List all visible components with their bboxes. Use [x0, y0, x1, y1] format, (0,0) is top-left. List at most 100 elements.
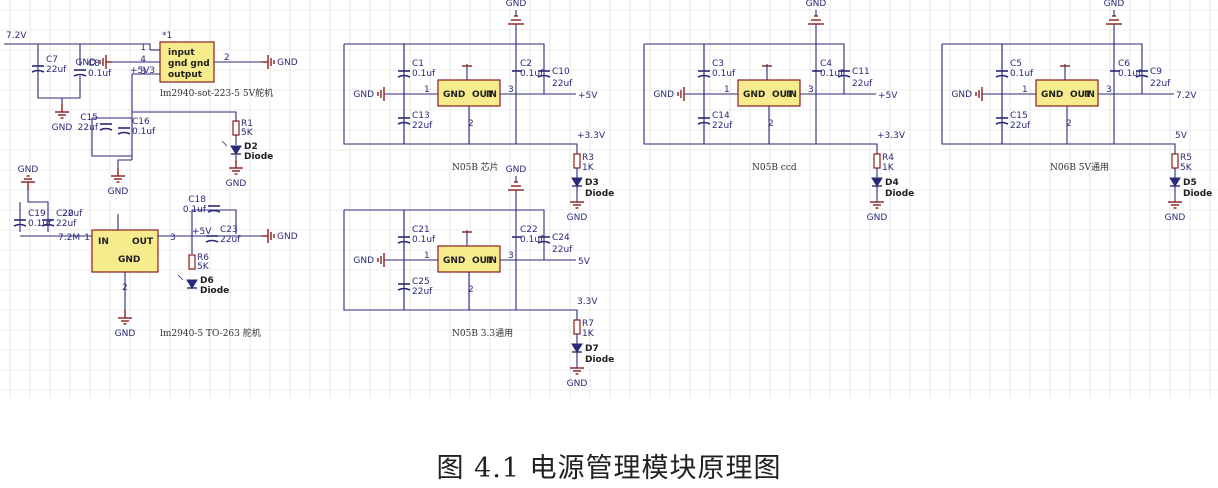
- input-rail-label: 7.2V: [6, 31, 27, 41]
- pin-number: 3: [170, 233, 176, 243]
- pin-number: 3: [1106, 85, 1112, 95]
- chip-pin-gnd: GND: [1041, 90, 1063, 100]
- capacitor-value: 22uf: [1010, 121, 1031, 131]
- chip-pin-out: OUT: [472, 256, 494, 266]
- capacitor-plate: [73, 73, 87, 77]
- resistor-body: [573, 153, 581, 169]
- resistor-body: [188, 254, 196, 270]
- capacitor-plate: [397, 121, 411, 125]
- capacitor-ref: C7: [46, 55, 58, 65]
- rail-label: +5V3: [130, 66, 155, 76]
- chip-ref: *1: [162, 31, 172, 41]
- pin-number: 2: [1066, 119, 1072, 129]
- led-value: Diode: [244, 152, 273, 162]
- capacitor-value: 22uf: [712, 121, 733, 131]
- rail-label: +5V: [192, 227, 212, 237]
- wire: [27, 190, 49, 232]
- block-caption: N05B ccd: [752, 163, 797, 173]
- ground-label: GND: [806, 0, 827, 9]
- wire: [1114, 143, 1176, 154]
- ground-label: GND: [52, 123, 73, 133]
- capacitor-ref: C4: [820, 59, 832, 69]
- resistor-value: 1K: [582, 329, 595, 339]
- capacitor-plate: [397, 287, 411, 291]
- block-caption: N06B 5V通用: [1050, 162, 1109, 173]
- capacitor-ref: C23: [220, 225, 238, 235]
- ground-symbol: [229, 160, 243, 175]
- ground-label: GND: [75, 58, 96, 68]
- resistor-ref: R7: [582, 319, 594, 329]
- capacitor-ref: C5: [1010, 59, 1022, 69]
- wire: [516, 143, 578, 154]
- capacitor-value: 22uf: [852, 79, 873, 89]
- ground-label: GND: [567, 379, 588, 389]
- led-rail-label: 5V: [1175, 131, 1188, 141]
- resistor-body: [232, 120, 240, 136]
- led-ref: D2: [244, 142, 258, 152]
- ground-symbol: [21, 175, 35, 190]
- capacitor-ref: C15: [80, 113, 98, 123]
- resistor-value: 5K: [241, 128, 254, 138]
- capacitor-plate: [207, 209, 221, 213]
- capacitor-plate: [995, 121, 1009, 125]
- led-value: Diode: [885, 189, 914, 199]
- led-rail-label: 3.3V: [577, 297, 598, 307]
- capacitor-plate: [1135, 74, 1149, 78]
- resistor-body: [573, 319, 581, 335]
- capacitor-plate: [117, 131, 131, 135]
- capacitor-ref: C16: [132, 117, 150, 127]
- capacitor-ref: C22: [520, 225, 538, 235]
- led-diode-body: [1169, 177, 1181, 187]
- pin-number: 1: [424, 251, 430, 261]
- ground-label: GND: [353, 90, 374, 100]
- ground-label: GND: [506, 165, 527, 175]
- capacitor-value: 22uf: [412, 121, 433, 131]
- capacitor-plate: [41, 223, 55, 227]
- capacitor-plate: [13, 223, 27, 227]
- resistor-ref: R3: [582, 153, 594, 163]
- ground-label: GND: [653, 90, 674, 100]
- resistor-ref: R1: [241, 119, 253, 129]
- resistor-value: 1K: [582, 163, 595, 173]
- led-ref: D3: [585, 178, 599, 188]
- capacitor-value: 22uf: [56, 219, 77, 229]
- ground-label: GND: [951, 90, 972, 100]
- chip-pin-in: IN: [486, 90, 497, 100]
- chip-pin-out: OUT: [772, 90, 794, 100]
- ground-label: GND: [1165, 213, 1186, 223]
- led-diode-body: [230, 145, 242, 155]
- capacitor-ref: C21: [412, 225, 430, 235]
- capacitor-value: 22uf: [78, 123, 99, 133]
- ground-label: GND: [108, 187, 129, 197]
- led-diode-body: [571, 177, 583, 187]
- capacitor-ref: C11: [852, 67, 870, 77]
- resistor-body: [873, 153, 881, 169]
- capacitor-value: 0.1uf: [412, 235, 436, 245]
- capacitor-value: 22uf: [552, 245, 573, 255]
- pin-number: 2: [224, 53, 230, 63]
- ground-label: GND: [115, 329, 136, 339]
- led-arrow: [177, 274, 184, 281]
- ground-label: GND: [353, 256, 374, 266]
- resistor-ref: R6: [197, 253, 209, 263]
- capacitor-ref: C8: [88, 59, 100, 69]
- led-rail-label: +3.3V: [877, 131, 906, 141]
- capacitor-value: 0.1uf: [820, 69, 844, 79]
- ground-label: GND: [277, 58, 298, 68]
- ground-label: GND: [506, 0, 527, 9]
- capacitor-ref: C19: [28, 209, 46, 219]
- capacitor-ref: C18: [188, 195, 206, 205]
- capacitor-value: 0.1uf: [28, 219, 52, 229]
- capacitor-value: 22uf: [220, 235, 241, 245]
- led-ref: D4: [885, 178, 899, 188]
- led-diode-body: [571, 343, 583, 353]
- pin-number: 2: [768, 119, 774, 129]
- led-diode-body: [871, 177, 883, 187]
- capacitor-value: 0.1uf: [132, 127, 156, 137]
- wire: [38, 76, 81, 99]
- chip-pin-gnd: GND: [743, 90, 765, 100]
